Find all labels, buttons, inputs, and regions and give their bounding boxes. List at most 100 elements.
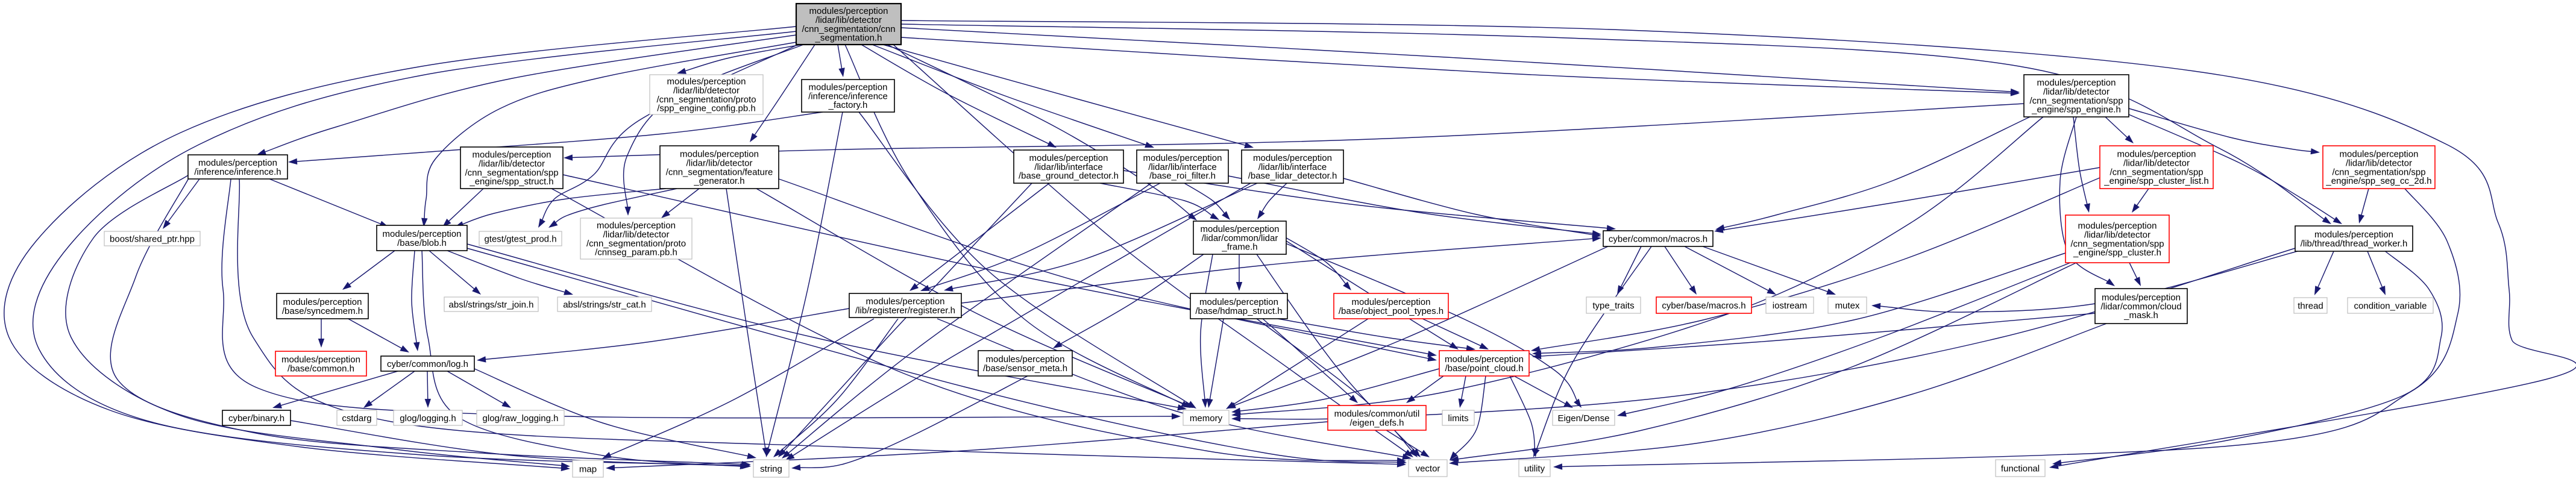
svg-text:modules/perception: modules/perception [2102, 293, 2181, 303]
svg-text:modules/perception: modules/perception [283, 297, 362, 307]
svg-text:cyber/base/macros.h: cyber/base/macros.h [1662, 301, 1745, 311]
svg-text:cyber/binary.h: cyber/binary.h [228, 413, 284, 424]
svg-text:modules/perception: modules/perception [1253, 153, 1332, 163]
svg-text:modules/perception: modules/perception [2314, 230, 2393, 240]
svg-text:/cnn_segmentation/spp: /cnn_segmentation/spp [465, 167, 558, 178]
svg-text:/lidar/lib/detector: /lidar/lib/detector [479, 159, 545, 169]
svg-text:/base/object_pool_types.h: /base/object_pool_types.h [1339, 306, 1444, 316]
svg-text:/eigen_defs.h: /eigen_defs.h [1349, 418, 1404, 428]
svg-text:type_traits: type_traits [1592, 301, 1634, 311]
svg-text:/lidar/common/lidar: /lidar/common/lidar [1202, 233, 1278, 243]
svg-text:/base_roi_filter.h: /base_roi_filter.h [1149, 171, 1216, 181]
svg-text:functional: functional [2001, 463, 2040, 474]
svg-text:limits: limits [1448, 413, 1468, 424]
svg-text:modules/perception: modules/perception [1201, 224, 1280, 234]
svg-text:modules/perception: modules/perception [986, 354, 1065, 365]
svg-text:modules/perception: modules/perception [667, 77, 746, 87]
svg-text:/base_ground_detector.h: /base_ground_detector.h [1019, 171, 1119, 181]
svg-text:/cnn_segmentation/proto: /cnn_segmentation/proto [656, 95, 756, 105]
svg-text:Eigen/Dense: Eigen/Dense [1558, 413, 1610, 424]
svg-text:/base/sensor_meta.h: /base/sensor_meta.h [983, 363, 1067, 374]
svg-text:modules/perception: modules/perception [2078, 221, 2157, 231]
svg-text:_factory.h: _factory.h [828, 100, 868, 110]
svg-text:modules/perception: modules/perception [809, 6, 888, 16]
svg-text:modules/perception: modules/perception [597, 221, 676, 231]
svg-text:modules/perception: modules/perception [281, 355, 360, 365]
svg-text:modules/perception: modules/perception [1445, 354, 1524, 365]
svg-text:_frame.h: _frame.h [1221, 242, 1257, 252]
svg-text:/spp_engine_config.pb.h: /spp_engine_config.pb.h [657, 104, 755, 114]
svg-text:/cnn_segmentation/spp: /cnn_segmentation/spp [2070, 239, 2164, 249]
svg-text:condition_variable: condition_variable [2354, 301, 2427, 311]
svg-text:modules/perception: modules/perception [1352, 297, 1431, 307]
svg-text:modules/perception: modules/perception [866, 296, 945, 307]
svg-text:/base/point_cloud.h: /base/point_cloud.h [1445, 363, 1523, 374]
svg-text:/lidar/lib/detector: /lidar/lib/detector [686, 158, 752, 169]
svg-text:/cnn_segmentation/spp: /cnn_segmentation/spp [2109, 167, 2203, 177]
svg-text:/base/blob.h: /base/blob.h [397, 238, 447, 248]
svg-text:modules/common/util: modules/common/util [1334, 409, 1420, 419]
svg-text:_mask.h: _mask.h [2123, 310, 2158, 321]
svg-text:/base/hdmap_struct.h: /base/hdmap_struct.h [1195, 306, 1282, 316]
svg-text:_engine/spp_cluster_list.h: _engine/spp_cluster_list.h [2103, 176, 2208, 186]
svg-text:memory: memory [1190, 413, 1223, 424]
svg-text:/cnn_segmentation/cnn: /cnn_segmentation/cnn [802, 24, 895, 34]
svg-text:modules/perception: modules/perception [809, 83, 888, 93]
svg-text:/lidar/lib/detector: /lidar/lib/detector [2043, 87, 2109, 97]
svg-text:/base/common.h: /base/common.h [287, 363, 354, 374]
svg-text:modules/perception: modules/perception [2117, 149, 2196, 160]
svg-text:boost/shared_ptr.hpp: boost/shared_ptr.hpp [110, 234, 195, 244]
svg-text:/cnnseg_param.pb.h: /cnnseg_param.pb.h [595, 248, 677, 258]
svg-text:/lidar/lib/interface: /lidar/lib/interface [1034, 162, 1102, 172]
svg-text:modules/perception: modules/perception [2340, 149, 2419, 160]
svg-text:/cnn_segmentation/feature: /cnn_segmentation/feature [666, 167, 773, 177]
svg-text:glog/logging.h: glog/logging.h [400, 413, 456, 424]
svg-text:_segmentation.h: _segmentation.h [815, 33, 882, 43]
svg-text:cyber/common/macros.h: cyber/common/macros.h [1609, 234, 1707, 244]
svg-text:_generator.h: _generator.h [693, 176, 744, 186]
svg-text:modules/perception: modules/perception [473, 150, 551, 160]
svg-text:utility: utility [1524, 463, 1545, 474]
svg-text:/cnn_segmentation/spp: /cnn_segmentation/spp [2332, 167, 2425, 177]
svg-text:/lib/registerer/registerer.h: /lib/registerer/registerer.h [855, 305, 955, 316]
svg-text:/lidar/lib/detector: /lidar/lib/detector [603, 230, 669, 240]
svg-text:/lidar/lib/interface: /lidar/lib/interface [1258, 162, 1327, 172]
svg-text:iostream: iostream [1773, 301, 1808, 311]
svg-text:modules/perception: modules/perception [1029, 153, 1108, 163]
svg-text:/lidar/lib/detector: /lidar/lib/detector [815, 15, 882, 25]
svg-text:gtest/gtest_prod.h: gtest/gtest_prod.h [484, 234, 556, 244]
svg-text:cyber/common/log.h: cyber/common/log.h [387, 359, 468, 369]
svg-text:/lidar/lib/detector: /lidar/lib/detector [2084, 230, 2150, 240]
svg-text:_engine/spp_engine.h: _engine/spp_engine.h [2031, 105, 2121, 115]
svg-text:/lidar/common/cloud: /lidar/common/cloud [2100, 301, 2181, 312]
svg-text:_engine/spp_seg_cc_2d.h: _engine/spp_seg_cc_2d.h [2325, 176, 2431, 186]
svg-text:thread: thread [2298, 301, 2323, 311]
svg-text:/base_lidar_detector.h: /base_lidar_detector.h [1248, 171, 1337, 181]
svg-text:modules/perception: modules/perception [1143, 153, 1222, 163]
svg-text:string: string [760, 464, 782, 474]
svg-text:/lidar/lib/detector: /lidar/lib/detector [2123, 158, 2190, 169]
svg-text:_engine/spp_cluster.h: _engine/spp_cluster.h [2073, 248, 2161, 258]
svg-text:map: map [579, 464, 597, 474]
svg-text:modules/perception: modules/perception [2037, 78, 2116, 88]
svg-text:/lidar/lib/detector: /lidar/lib/detector [2346, 158, 2412, 169]
svg-text:vector: vector [1416, 463, 1440, 474]
svg-text:/inference/inference.h: /inference/inference.h [194, 167, 281, 177]
svg-text:/lidar/lib/detector: /lidar/lib/detector [673, 86, 740, 96]
svg-text:modules/perception: modules/perception [680, 149, 759, 160]
svg-text:/cnn_segmentation/spp: /cnn_segmentation/spp [2029, 96, 2123, 106]
svg-text:_engine/spp_struct.h: _engine/spp_struct.h [469, 177, 553, 187]
svg-text:modules/perception: modules/perception [1199, 297, 1278, 307]
svg-text:glog/raw_logging.h: glog/raw_logging.h [483, 413, 559, 424]
svg-text:/base/syncedmem.h: /base/syncedmem.h [282, 306, 363, 316]
svg-text:absl/strings/str_cat.h: absl/strings/str_cat.h [563, 299, 646, 310]
svg-text:/lidar/lib/interface: /lidar/lib/interface [1148, 162, 1216, 172]
svg-text:modules/perception: modules/perception [383, 229, 462, 239]
svg-text:cstdarg: cstdarg [342, 413, 371, 424]
svg-text:/inference/inference: /inference/inference [808, 91, 888, 101]
svg-text:/lib/thread/thread_worker.h: /lib/thread/thread_worker.h [2301, 239, 2408, 249]
svg-text:modules/perception: modules/perception [198, 158, 277, 168]
svg-text:mutex: mutex [1835, 301, 1860, 311]
svg-text:absl/strings/str_join.h: absl/strings/str_join.h [449, 299, 534, 310]
svg-text:/cnn_segmentation/proto: /cnn_segmentation/proto [586, 239, 686, 249]
